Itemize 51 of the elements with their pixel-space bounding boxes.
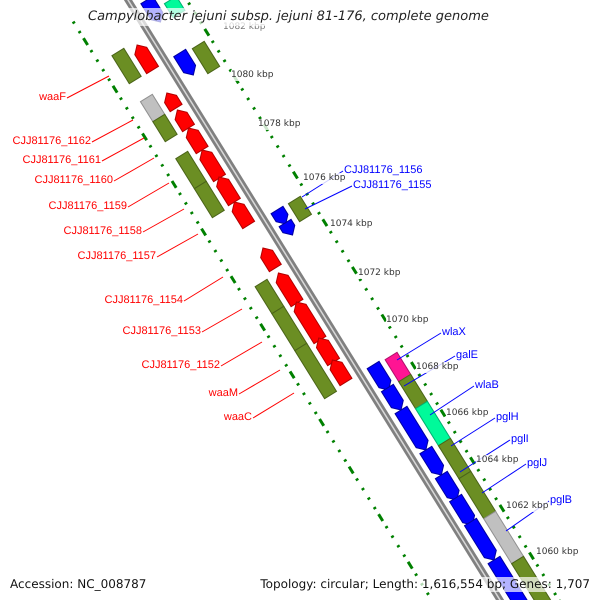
gene-label: CJJ81176_1152 xyxy=(142,359,220,372)
leader-line xyxy=(430,386,474,416)
scale-tick-label: 1074 kbp xyxy=(330,219,372,230)
leader-line xyxy=(142,208,184,232)
gene-label: CJJ81176_1158 xyxy=(64,225,142,238)
gene-label: CJJ81176_1161 xyxy=(22,154,101,167)
leader-line xyxy=(102,138,144,162)
scale-tick-label: 1078 kbp xyxy=(258,119,300,130)
leader-line xyxy=(128,182,170,208)
scale-tick-label: 1068 kbp xyxy=(416,362,458,373)
leader-line xyxy=(304,186,352,210)
scale-tick-label: 1080 kbp xyxy=(231,70,274,81)
gene-label: CJJ81176_1156 xyxy=(344,164,422,177)
gene-label: waaM xyxy=(208,387,238,400)
gene-label: pglB xyxy=(550,494,572,507)
gene-label: pglH xyxy=(496,411,519,424)
gene-label: CJJ81176_1162 xyxy=(12,135,91,148)
gene-label: CJJ81176_1155 xyxy=(353,179,432,192)
gene-label: CJJ81176_1159 xyxy=(48,200,127,213)
leader-line xyxy=(450,418,496,446)
gene-label: CJJ81176_1154 xyxy=(104,294,183,307)
scale-tick-label: 1064 kbp xyxy=(476,455,518,466)
gene-label: waaF xyxy=(39,91,66,104)
gene-label: pglJ xyxy=(527,457,548,470)
gene-label: CJJ81176_1153 xyxy=(122,325,201,338)
leader-line xyxy=(202,308,242,332)
leader-line xyxy=(482,464,526,494)
leader-line xyxy=(252,392,294,418)
leader-line xyxy=(238,370,280,394)
gene-label: CJJ81176_1160 xyxy=(34,174,113,187)
gene-label: waaC xyxy=(224,411,252,424)
leader-line xyxy=(184,276,224,302)
gene-label: CJJ81176_1157 xyxy=(78,250,156,263)
leader-line xyxy=(66,76,110,98)
leader-line xyxy=(114,158,154,182)
accession-text: Accession: NC_008787 xyxy=(8,577,148,592)
leader-line xyxy=(396,332,442,360)
gene-label: wlaB xyxy=(475,379,499,392)
leader-line xyxy=(156,234,198,258)
gene-label: pglI xyxy=(511,433,529,446)
genome-summary-text: Topology: circular; Length: 1,616,554 bp; Genes: 1,707 xyxy=(258,577,592,592)
leader-line xyxy=(92,120,134,142)
scale-tick-label: 1066 kbp xyxy=(446,408,488,419)
scale-tick-label: 1070 kbp xyxy=(386,315,428,326)
scale-tick-label: 1072 kbp xyxy=(358,268,400,279)
scale-tick-label: 1060 kbp xyxy=(536,547,578,558)
scale-tick-label: 1076 kbp xyxy=(303,173,346,184)
gene-label: galE xyxy=(456,349,478,362)
gene-label: wlaX xyxy=(442,326,466,339)
scale-tick-label: 1062 kbp xyxy=(506,501,548,512)
leader-line xyxy=(220,342,262,366)
